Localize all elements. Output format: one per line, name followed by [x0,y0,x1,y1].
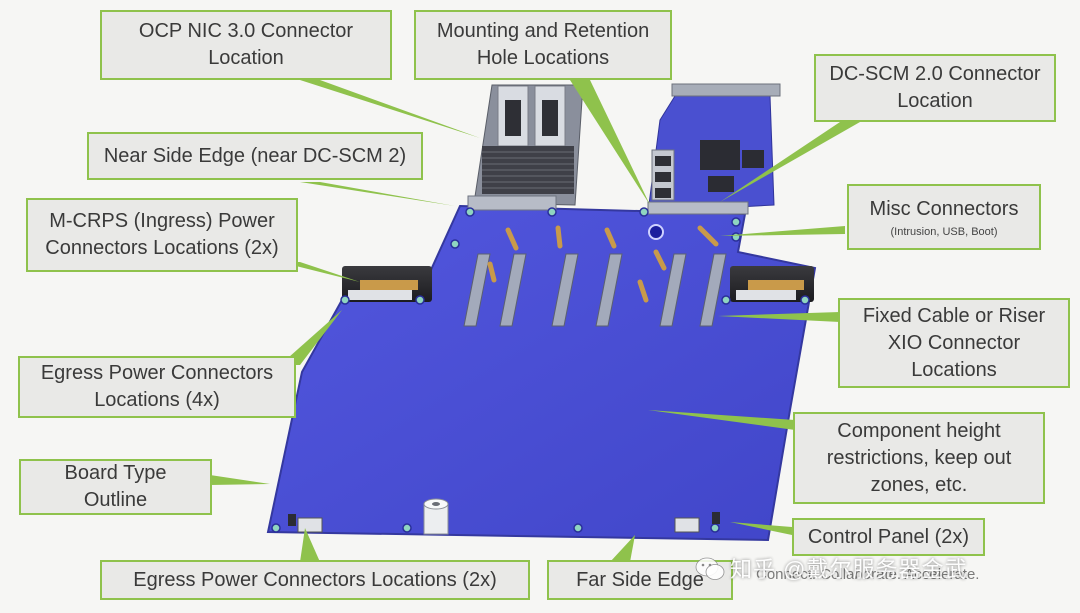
bottom-egress-connectors [288,512,720,533]
callout-component-height: Component height restrictions, keep out … [793,412,1045,504]
callout-mounting-line2: Hole Locations [476,47,610,69]
callout-misc-title: Misc Connectors [869,197,1019,220]
watermark-text: 知乎 @戴尔服务器金武 [730,557,968,582]
callout-near-side: Near Side Edge (near DC-SCM 2) [87,132,423,180]
callout-board-type: Board Type Outline [19,459,212,515]
ocp-nic-card [467,84,584,211]
xio-connectors [463,253,727,327]
callout-component-line1: Component height [837,419,1001,442]
mounting-holes [271,207,810,533]
dcscm-card [647,83,781,240]
callout-fixed-cable-line1: Fixed Cable or Riser [862,304,1046,327]
callout-egress-left-line2: Locations (4x) [94,389,220,411]
callout-far-side: Far Side Edge [547,560,733,600]
callout-mcrps: M-CRPS (Ingress) Power Connectors Locati… [26,198,298,272]
callout-far-side-line1: Far Side Edge [576,568,704,591]
leader-lines [210,80,860,562]
callout-near-side-line1: Near Side Edge (near DC-SCM 2) [103,144,407,167]
callout-control-panel-line1: Control Panel (2x) [807,525,970,548]
standoff-post [423,498,449,535]
callout-misc-subtitle: (Intrusion, USB, Boot) [890,225,998,238]
callout-ocp-nic-line1: OCP NIC 3.0 Connector [138,20,354,42]
riser-gold-fingers [487,225,719,303]
mcrps-left-connector [342,266,432,302]
callout-mounting-line1: Mounting and Retention [436,20,650,42]
callout-dcscm: DC-SCM 2.0 Connector Location [814,54,1056,122]
callout-control-panel: Control Panel (2x) [792,518,985,556]
callout-egress-left: Egress Power Connectors Locations (4x) [18,356,296,418]
callout-egress-bottom-line1: Egress Power Connectors Locations (2x) [133,568,497,591]
mcrps-right-connector [730,266,814,302]
callout-mounting: Mounting and Retention Hole Locations [414,10,672,80]
callout-fixed-cable: Fixed Cable or Riser XIO Connector Locat… [838,298,1070,388]
motherboard-outline [266,204,817,542]
callout-dcscm-line1: DC-SCM 2.0 Connector [829,63,1041,85]
callout-mcrps-line2: Connectors Locations (2x) [45,237,279,259]
callout-egress-left-line1: Egress Power Connectors [40,362,274,384]
watermark-tagline: Connect. Collaborate. Accelerate. [756,566,980,583]
callout-board-type-line1: Board Type [64,462,167,484]
callout-egress-bottom: Egress Power Connectors Locations (2x) [100,560,530,600]
callout-dcscm-line2: Location [897,90,973,112]
callout-component-line2: restrictions, keep out [826,446,1012,469]
wechat-icon [695,557,725,580]
callout-board-type-line2: Outline [83,489,148,511]
callout-mcrps-line1: M-CRPS (Ingress) Power [49,210,275,232]
callout-fixed-cable-line2: XIO Connector [887,331,1021,354]
callout-component-line3: zones, etc. [870,473,968,496]
callout-misc: Misc Connectors (Intrusion, USB, Boot) [847,184,1041,250]
callout-ocp-nic: OCP NIC 3.0 Connector Location [100,10,392,80]
callout-fixed-cable-line3: Locations [911,358,997,381]
callout-ocp-nic-line2: Location [208,47,284,69]
